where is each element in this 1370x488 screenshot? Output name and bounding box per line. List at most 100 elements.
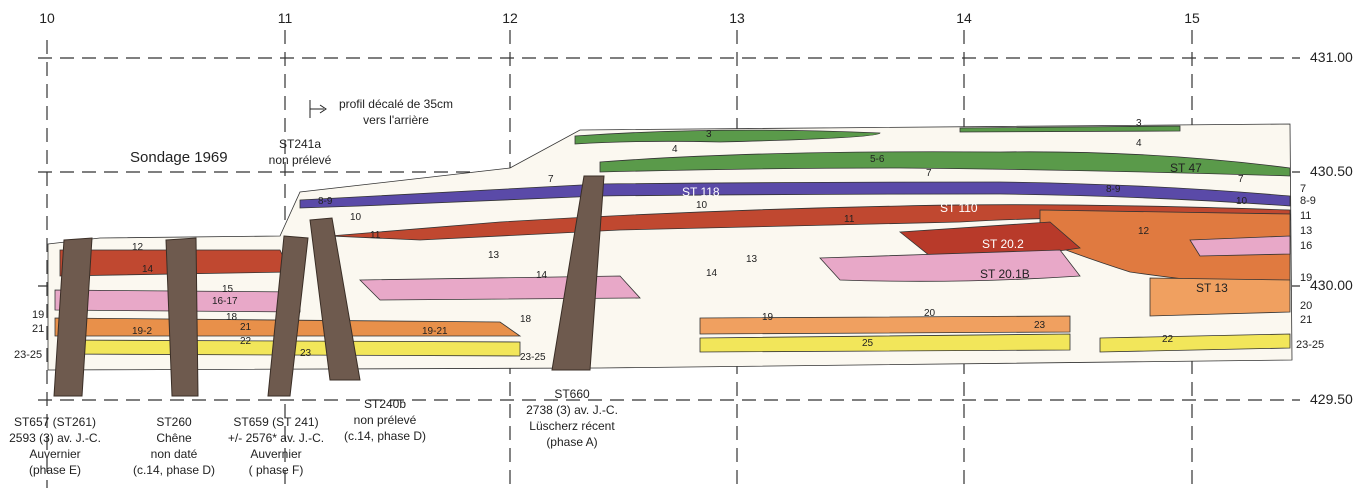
inline-label: 14 [142,264,154,275]
layer-purple-8-9 [299,181,1291,209]
post-caption-3-l2: (c.14, phase D) [344,429,426,443]
x-label-10: 10 [39,10,55,26]
inline-label: 21 [240,322,252,333]
x-label-12: 12 [502,10,518,26]
layers [47,123,1293,371]
inline-label: 7 [926,168,932,179]
inline-label: ST 118 [682,185,720,199]
post-caption-3-l1: non prélevé [354,413,417,427]
layer-green-5-6 [599,151,1291,177]
x-label-15: 15 [1184,10,1200,26]
layer-green-3b [959,125,1181,133]
post-caption-2-l3: ( phase F) [249,463,304,477]
layer-yellow-right [1099,333,1291,353]
inline-label: 7 [548,174,554,185]
post-caption-1-l0: ST260 [156,415,192,429]
post-caption-0-l3: (phase E) [29,463,81,477]
elev-43050: 430.50 [1310,163,1353,179]
inline-label: ST 110 [940,201,978,215]
inline-label: 14 [706,268,718,279]
post-caption-2-l2: Auvernier [250,447,301,461]
inline-label: 19-2 [132,326,152,337]
inline-label: ST 13 [1196,281,1228,295]
post-caption-1-l2: non daté [151,447,198,461]
inline-label: 16-17 [212,296,238,307]
inline-label: 4 [1136,138,1142,149]
left-label-23-25: 23-25 [14,349,42,361]
elev-431: 431.00 [1310,49,1353,65]
inline-label: 7 [1238,174,1244,185]
post-caption-0-l2: Auvernier [29,447,80,461]
inline-label: 8-9 [318,196,333,207]
post-caption-4-l2: Lüscherz récent [529,419,615,433]
profil-line-1: profil décalé de 35cm [339,97,453,111]
layer-pink-mid [359,275,641,301]
st241a-line-2: non prélevé [269,153,332,167]
posts [53,175,605,397]
elev-430: 430.00 [1310,277,1353,293]
inline-label: 10 [1236,196,1248,207]
inline-label: 11 [844,214,855,225]
inline-label: 18 [226,312,238,323]
x-label-14: 14 [956,10,972,26]
right-label-20: 20 [1300,300,1312,312]
inline-label: 3 [1136,118,1142,129]
layer-green-3 [574,129,881,145]
right-label-7: 7 [1300,183,1306,195]
inline-label: 11 [370,230,381,241]
right-label-19: 19 [1300,272,1312,284]
inline-label: ST 47 [1170,161,1202,175]
inline-label: 10 [350,212,362,223]
post-caption-2-l1: +/- 2576* av. J.-C. [228,431,324,445]
inline-label: 14 [536,270,548,281]
right-label-13: 13 [1300,225,1312,237]
inline-label: 4 [672,144,678,155]
right-label-8-9: 8-9 [1300,195,1316,207]
inline-label: 22 [1162,334,1174,345]
st241a-line-1: ST241a [279,137,321,151]
profil-line-2: vers l'arrière [363,113,429,127]
inline-label: 3 [706,129,712,140]
inline-label: 10 [696,200,708,211]
post-caption-3-l0: ST240b [364,397,406,411]
inline-label: 12 [132,242,144,253]
left-label-21: 21 [32,323,44,335]
inline-label: 25 [862,338,874,349]
post-caption-0-l1: 2593 (3) av. J.-C. [9,431,101,445]
inline-label: 23 [1034,320,1046,331]
post-st659 [267,235,309,397]
inline-label: 15 [222,284,234,295]
layer-orange-22 [699,315,1071,335]
post-caption-1-l1: Chêne [156,431,192,445]
elev-42950: 429.50 [1310,391,1353,407]
post-caption-4-l0: ST660 [554,387,590,401]
right-label-23-25: 23-25 [1296,339,1324,351]
left-label-19: 19 [32,309,44,321]
inline-label: 23 [300,348,312,359]
post-st660 [551,175,605,371]
inline-label: 23-25 [520,352,546,363]
inline-label: 13 [488,250,500,261]
post-caption-4-l3: (phase A) [546,435,597,449]
x-label-13: 13 [729,10,745,26]
inline-label: 20 [924,308,936,319]
right-label-11: 11 [1300,210,1311,222]
inline-label: 8-9 [1106,184,1121,195]
post-st657 [53,237,93,397]
x-label-11: 11 [278,10,293,26]
inline-label: 12 [1138,226,1150,237]
layer-orange-st13 [1149,277,1291,317]
profil-arrow [309,100,327,118]
inline-label: ST 20.1B [980,267,1030,281]
right-label-21: 21 [1300,314,1312,326]
post-caption-4-l1: 2738 (3) av. J.-C. [526,403,618,417]
inline-label: 13 [746,254,758,265]
layer-yellow-25 [699,333,1071,353]
right-label-16: 16 [1300,240,1312,252]
post-caption-0-l0: ST657 (ST261) [14,415,96,429]
inline-label: 18 [520,314,532,325]
inline-label: ST 20.2 [982,237,1024,251]
post-st260 [165,237,199,397]
inline-label: 19 [762,312,774,323]
